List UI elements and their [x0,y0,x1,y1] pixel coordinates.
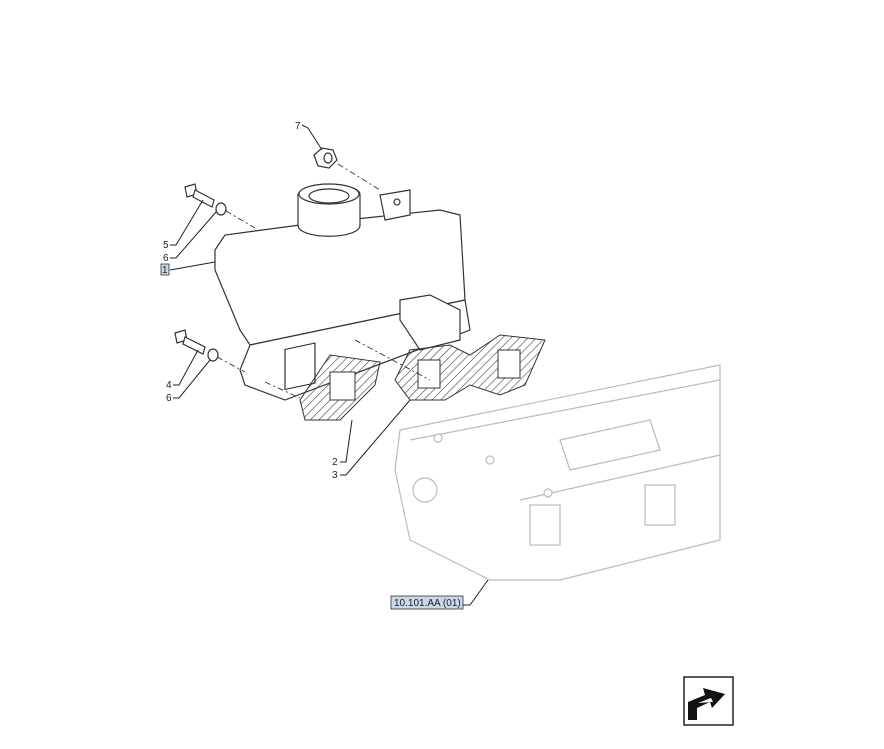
bolt [184,183,215,208]
bolt [174,329,206,355]
callout-1-highlight [160,263,170,276]
callout-2[interactable]: 2 [332,457,338,468]
gasket [394,334,546,401]
washer [207,348,219,362]
reference-link[interactable]: 10.101.AA (01) [394,598,461,609]
callout-6[interactable]: 6 [163,253,169,264]
gasket [299,354,381,421]
callout-6[interactable]: 6 [166,393,172,404]
exhaust-manifold [214,183,471,401]
callout-5[interactable]: 5 [163,240,169,251]
callout-1[interactable]: 1 [162,265,168,276]
next-page-arrow-icon[interactable] [683,676,734,726]
reference-label-box [390,595,464,610]
cylinder-head [394,364,721,581]
callout-3[interactable]: 3 [332,470,338,481]
washer [215,202,227,216]
callout-7[interactable]: 7 [295,121,301,132]
nut [313,147,338,169]
callout-4[interactable]: 4 [166,380,172,391]
